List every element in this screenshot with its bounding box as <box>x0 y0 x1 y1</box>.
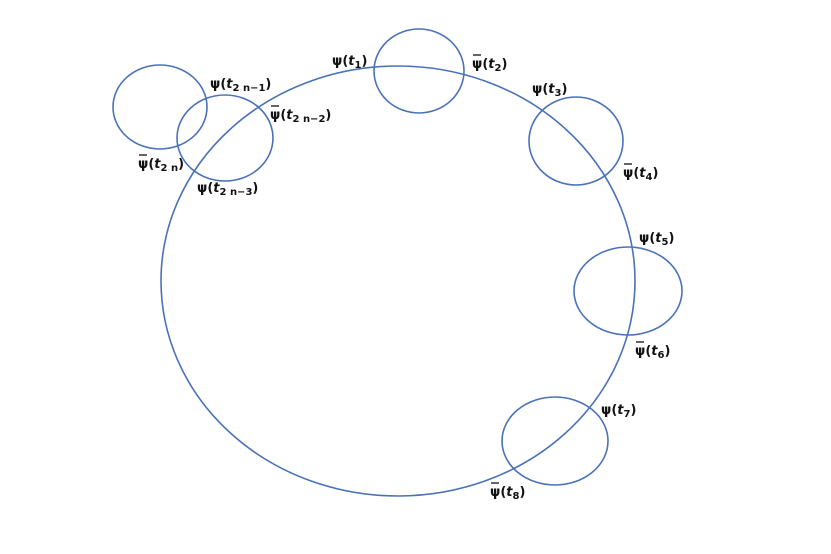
label-psi-t2n-3-base: ψ <box>197 181 207 196</box>
loop-circle-top <box>373 28 465 114</box>
svg-text:ψ(t2): ψ(t2) <box>472 57 507 74</box>
label-psi-t2n-3: ψ(t2 n−3) <box>197 181 258 198</box>
label-psibar-t2-sub: 2 <box>495 63 502 74</box>
loop-circle-t3-t4 <box>528 96 624 186</box>
label-psibar-t2n-base: ψ <box>138 157 148 172</box>
label-psibar-t6-sub: 6 <box>658 350 665 361</box>
label-psi-t3-sub: 3 <box>555 88 562 99</box>
label-psi-t7: ψ(t7) <box>601 403 636 420</box>
loop-circle-t5-t6 <box>573 246 683 336</box>
label-psibar-t4-sub: 4 <box>646 172 653 183</box>
label-psi-t1-sub: 1 <box>355 60 362 71</box>
label-psi-t3-base: ψ <box>532 82 542 97</box>
label-psibar-t6-base: ψ <box>635 344 645 359</box>
label-psi-t7-base: ψ <box>601 403 611 418</box>
svg-text:ψ(t6): ψ(t6) <box>635 344 670 361</box>
loop-circle-t7-t8 <box>501 396 609 486</box>
svg-text:ψ(t4): ψ(t4) <box>623 166 658 183</box>
label-psibar-t2n-2-sub: 2 n−2 <box>293 114 326 125</box>
svg-text:ψ(t8): ψ(t8) <box>490 485 525 502</box>
label-psi-t2n-3-sub: 2 n−3 <box>220 187 253 198</box>
label-psi-t1-base: ψ <box>332 54 342 69</box>
loop-circle-upper-left-outer <box>112 64 208 150</box>
label-psi-t2n-1-sub: 2 n−1 <box>233 83 266 94</box>
label-psibar-t2: ψ(t2) <box>472 54 507 74</box>
label-psi-t2n-1: ψ(t2 n−1) <box>210 77 271 94</box>
label-psi-t5: ψ(t5) <box>639 231 674 248</box>
label-psibar-t8-base: ψ <box>490 485 500 500</box>
label-psi-t5-sub: 5 <box>662 237 669 248</box>
label-psibar-t2-base: ψ <box>472 57 482 72</box>
loop-circle-upper-left-inner <box>176 94 274 182</box>
label-psibar-t2n-sub: 2 n <box>161 163 179 174</box>
label-psibar-t8-sub: 8 <box>513 491 520 502</box>
label-psi-t3: ψ(t3) <box>532 82 567 99</box>
label-psibar-t4-base: ψ <box>623 166 633 181</box>
svg-text:ψ(t2 n): ψ(t2 n) <box>138 157 184 174</box>
label-psibar-t2n: ψ(t2 n) <box>138 154 184 174</box>
svg-text:ψ(t2 n−2): ψ(t2 n−2) <box>270 108 331 125</box>
label-psibar-t6: ψ(t6) <box>635 341 670 361</box>
label-psi-t1: ψ(t1) <box>332 54 367 71</box>
label-psibar-t2n-2-base: ψ <box>270 108 280 123</box>
main-loop-circle <box>160 65 636 497</box>
label-psibar-t2n-2: ψ(t2 n−2) <box>270 105 331 125</box>
label-psi-t2n-1-base: ψ <box>210 77 220 92</box>
label-psi-t5-base: ψ <box>639 231 649 246</box>
label-psibar-t4: ψ(t4) <box>623 163 658 183</box>
label-psi-t7-sub: 7 <box>624 409 631 420</box>
label-psibar-t8: ψ(t8) <box>490 482 525 502</box>
